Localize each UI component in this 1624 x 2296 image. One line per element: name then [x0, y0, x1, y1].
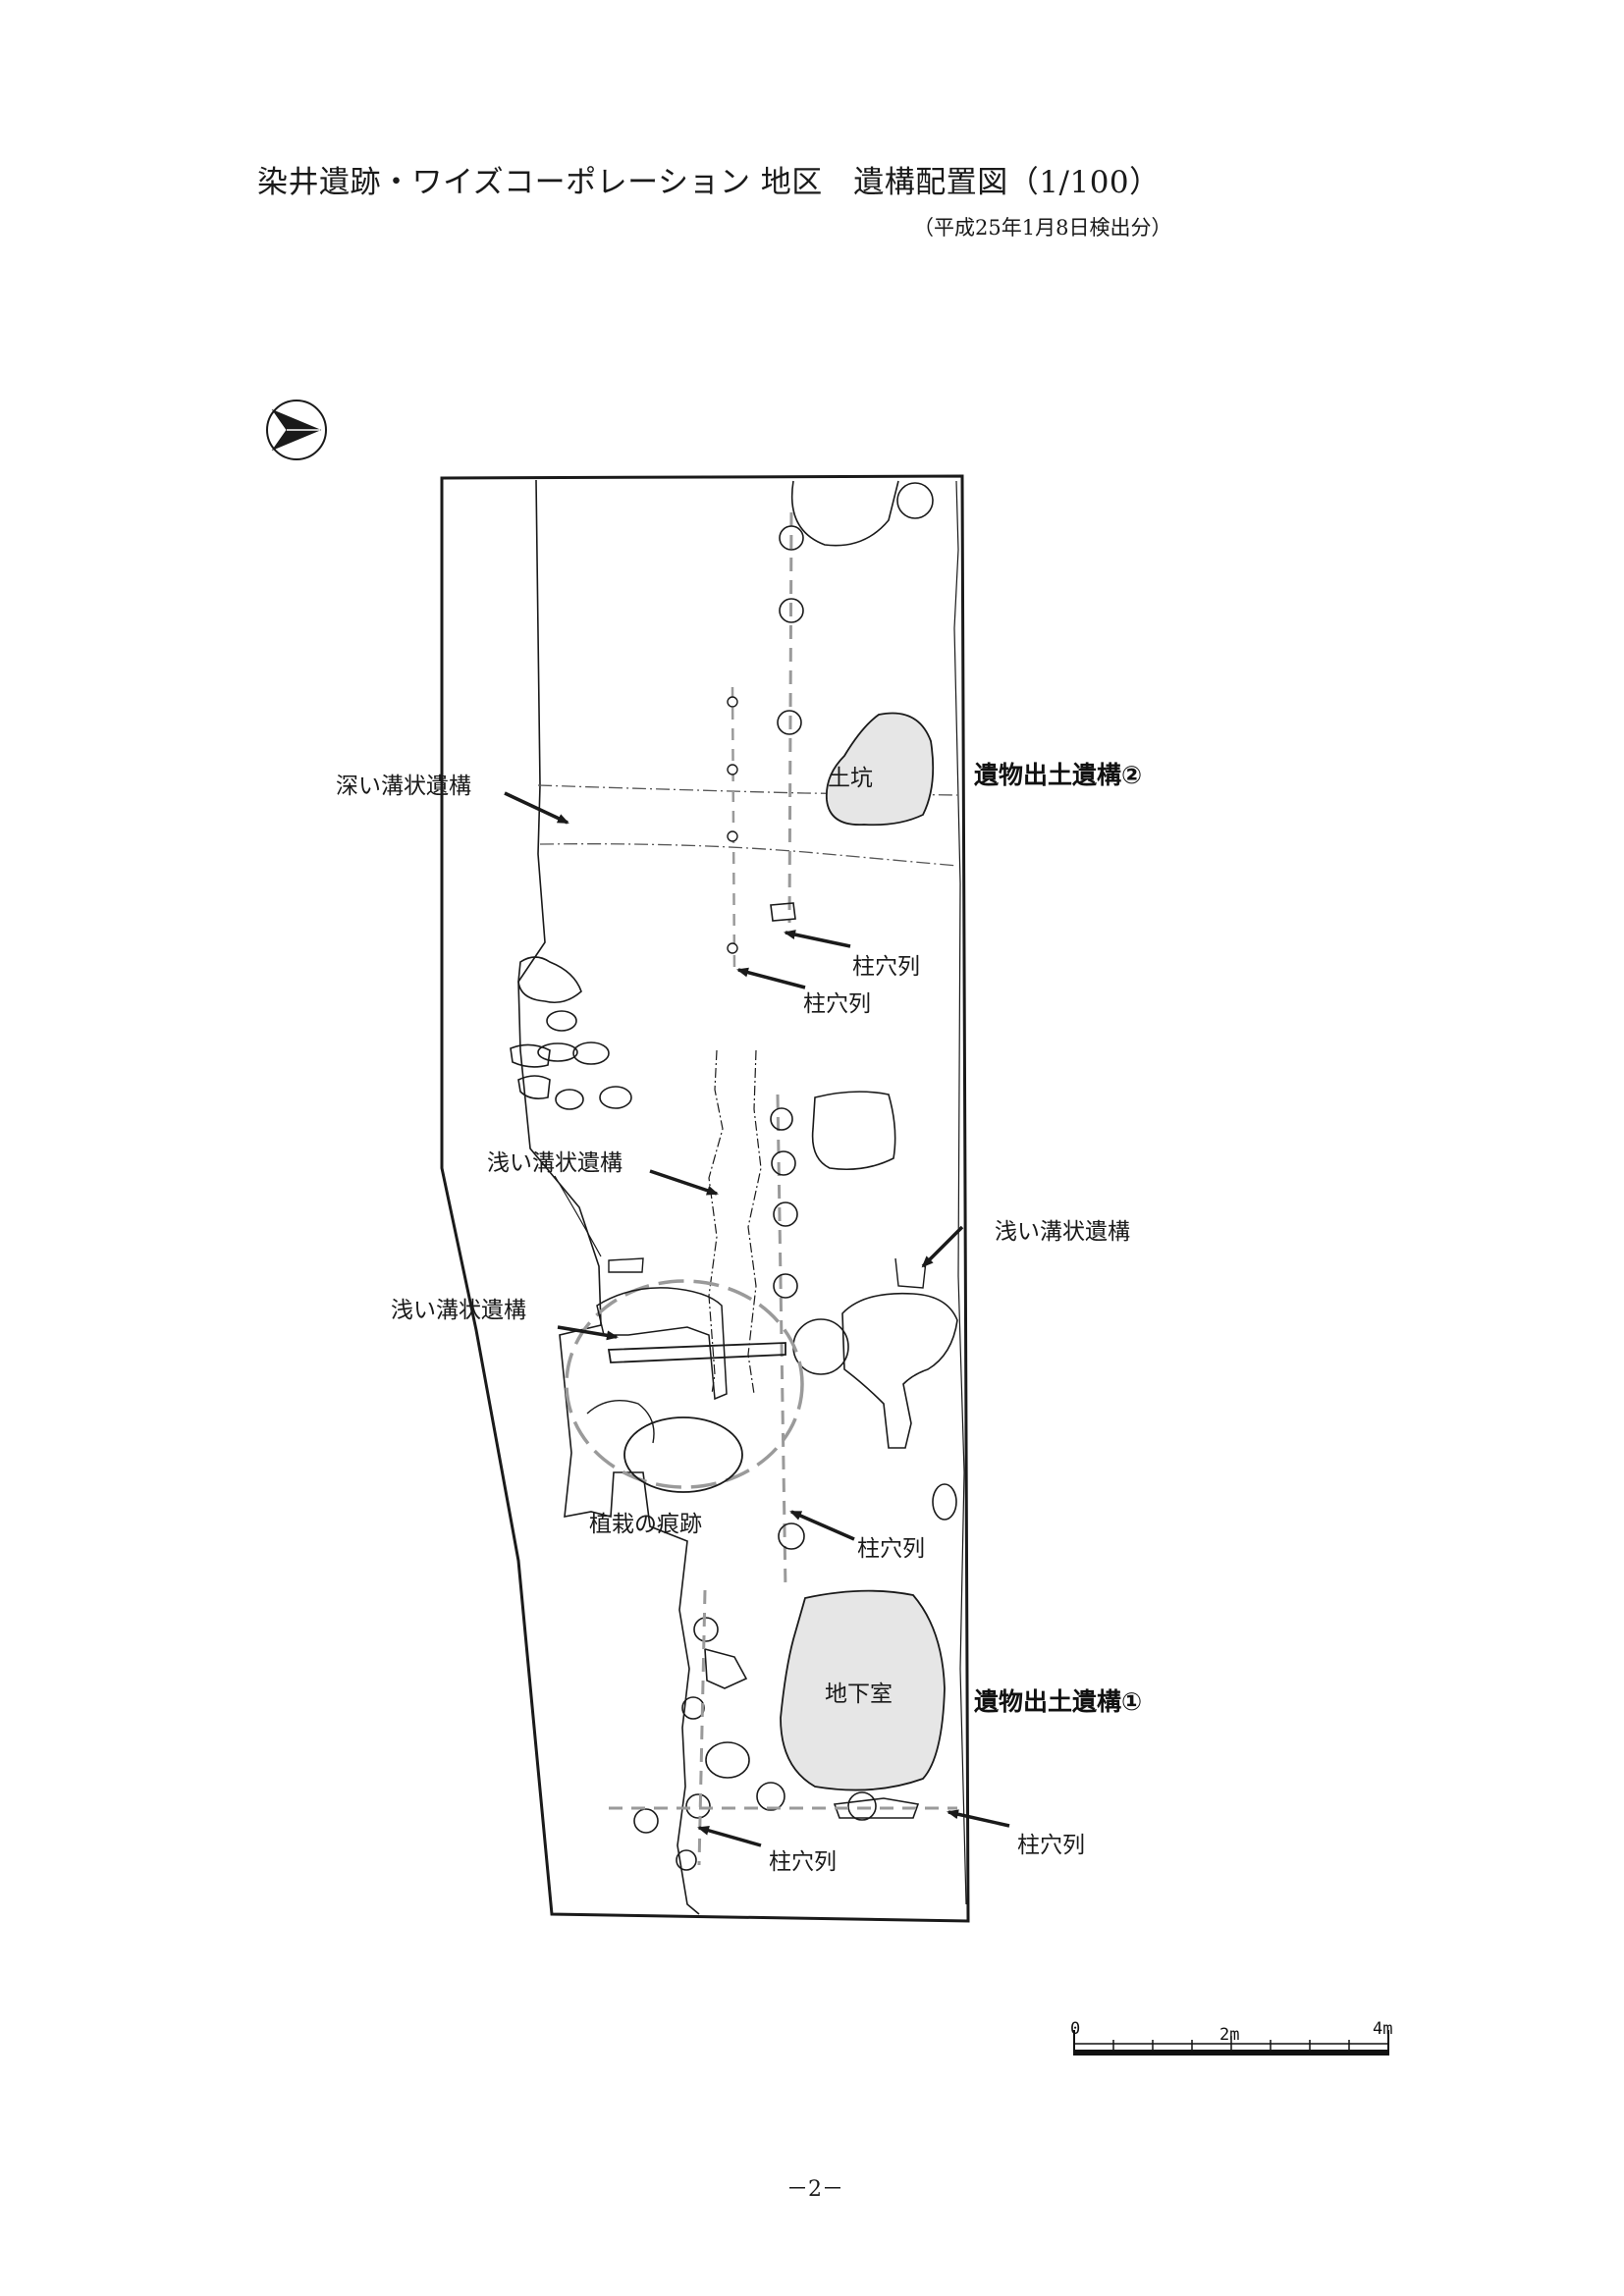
planting-trace-outline	[565, 1279, 804, 1489]
shallow-ditch-thin	[708, 1049, 724, 1395]
excavation-boundary	[440, 474, 970, 1923]
scale-zero: 0	[1070, 2019, 1080, 2039]
scale-mid: 2m	[1219, 2025, 1239, 2045]
label-planting-trace: 植栽の痕跡	[589, 1512, 702, 1537]
label-post-row-5: 柱穴列	[1017, 1833, 1085, 1858]
cellar-feature	[780, 1589, 946, 1791]
scale-end: 4m	[1373, 2019, 1392, 2039]
label-relic-feature-1: 遺物出土遺構①	[974, 1687, 1142, 1716]
label-shallow-ditch-2: 浅い溝状遺構	[995, 1219, 1130, 1245]
deep-ditch-line	[537, 784, 958, 796]
label-deep-ditch: 深い溝状遺構	[336, 774, 471, 799]
page-subtitle: （平成25年1月8日検出分）	[913, 216, 1172, 240]
label-shallow-ditch-1: 浅い溝状遺構	[487, 1150, 623, 1176]
north-arrow-icon	[266, 400, 327, 460]
inner-edge-right	[953, 480, 967, 1905]
label-cellar: 地下室	[825, 1682, 893, 1707]
page-title: 染井遺跡・ワイズコーポレーション 地区 遺構配置図（1/100）	[257, 165, 1161, 200]
label-shallow-ditch-3: 浅い溝状遺構	[391, 1298, 526, 1323]
scale-bar: 0 2m 4m	[1070, 2019, 1392, 2056]
label-post-row-3: 柱穴列	[857, 1536, 925, 1562]
label-relic-feature-2: 遺物出土遺構②	[974, 761, 1142, 789]
label-post-row-1: 柱穴列	[852, 954, 920, 980]
page-number: －2－	[786, 2177, 843, 2202]
pit-feature	[825, 712, 935, 827]
inner-edge-left	[517, 479, 700, 1915]
label-post-row-2: 柱穴列	[803, 991, 871, 1017]
top-pit	[790, 480, 899, 547]
deep-ditch-line-2	[539, 843, 958, 867]
label-pit: 土坑	[828, 766, 873, 791]
label-post-row-4: 柱穴列	[769, 1849, 837, 1875]
